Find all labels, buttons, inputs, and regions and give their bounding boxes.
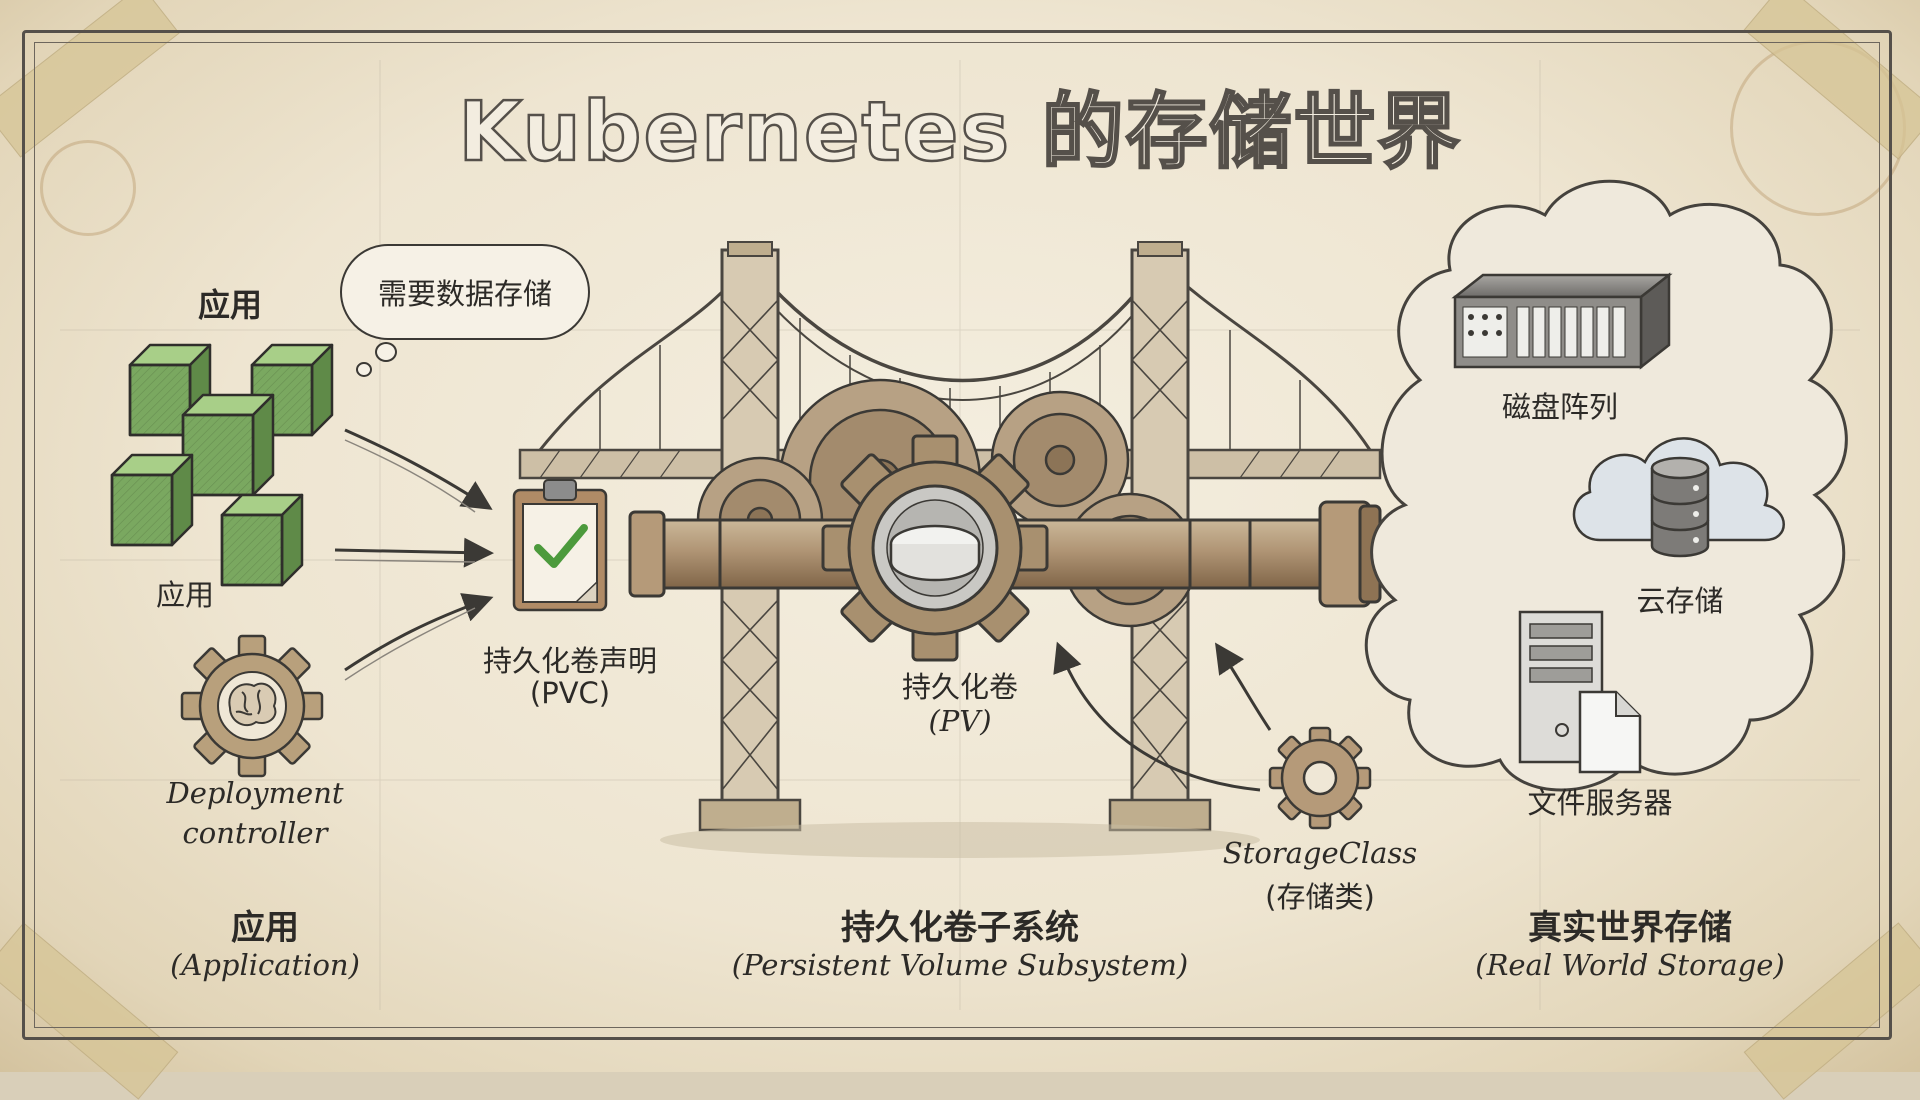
- pvc-sublabel: (PVC): [529, 676, 611, 710]
- real-storage-section-subtitle: (Real World Storage): [1475, 948, 1785, 982]
- pv-sublabel: (PV): [928, 704, 992, 738]
- page-title: Kubernetes 的存储世界: [457, 84, 1462, 182]
- controller-gear-icon: [180, 634, 324, 778]
- storageclass-gear-icon: [1268, 726, 1372, 830]
- inner-frame: [34, 42, 1880, 1028]
- deployment-controller-label-2: controller: [182, 816, 328, 850]
- real-storage-section-title: 真实世界存储: [1528, 908, 1732, 948]
- cloud-storage-icon: [1572, 437, 1785, 558]
- application-cubes: [110, 343, 334, 587]
- pvc-label: 持久化卷声明: [482, 644, 657, 678]
- disk-array-icon: [1451, 272, 1673, 370]
- disk-array-label: 磁盘阵列: [1501, 390, 1618, 424]
- application-section-title: 应用: [231, 908, 299, 948]
- pvc-clipboard-icon: [512, 479, 608, 612]
- outer-frame: [22, 30, 1892, 1040]
- file-server-icon: [1518, 610, 1642, 774]
- coffee-stain: [40, 140, 136, 236]
- pv-gear-icon: [821, 434, 1049, 662]
- subsystem-section-subtitle: (Persistent Volume Subsystem): [731, 948, 1189, 982]
- subsystem-section-title: 持久化卷子系统: [841, 908, 1079, 948]
- storageclass-label: StorageClass: [1222, 836, 1418, 870]
- file-server-label: 文件服务器: [1527, 786, 1673, 820]
- thought-dot: [356, 362, 372, 377]
- storageclass-sublabel: (存储类): [1265, 880, 1375, 914]
- cloud-storage-label: 云存储: [1636, 584, 1724, 618]
- pv-label: 持久化卷: [901, 670, 1018, 704]
- application-cubes-label: 应用: [155, 578, 214, 612]
- application-section-subtitle: (Application): [170, 948, 360, 982]
- diagram-illustration: [60, 60, 1860, 1010]
- application-top-label: 应用: [197, 286, 262, 324]
- thought-bubble: 需要数据存储: [340, 244, 590, 340]
- deployment-controller-label-1: Deployment: [166, 776, 344, 810]
- thought-dot: [375, 342, 397, 362]
